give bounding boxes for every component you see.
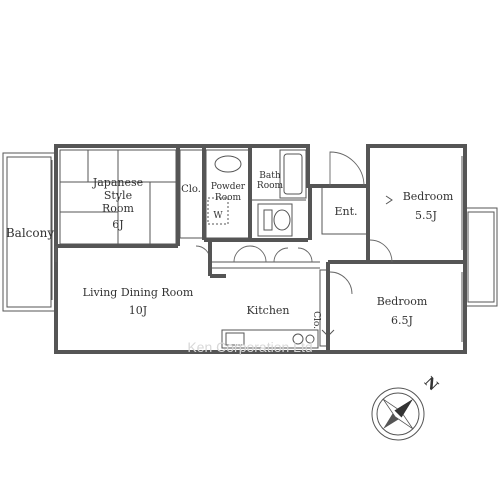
powder-room-label-1: Powder: [211, 182, 246, 192]
bedroom2-size: 6.5J: [391, 314, 413, 327]
bedroom2-walls: [326, 260, 368, 352]
closet-mid-box: [319, 269, 329, 347]
closet-mid-label: Clo.: [311, 311, 321, 329]
watermark: Ken Corporation Ltd: [187, 339, 312, 355]
kitchen-label: Kitchen: [247, 304, 290, 317]
japanese-room-label-1: Japanese: [92, 176, 143, 189]
japanese-room-label-2: Style: [104, 189, 132, 202]
closet-left-label: Clo.: [181, 184, 201, 195]
powder-room-label-2: Room: [215, 193, 242, 203]
compass-needle-icon: [382, 398, 414, 430]
living-partition: [208, 240, 226, 278]
washer-label: W: [213, 211, 223, 221]
bedroom2-label: Bedroom: [377, 295, 428, 308]
bath-room: [252, 149, 307, 201]
bedroom1-size: 5.5J: [415, 209, 437, 222]
bath-room-label-1: Bath: [259, 171, 281, 181]
bedroom1-label: Bedroom: [403, 190, 454, 203]
toilet: [257, 203, 293, 237]
balcony-right: [464, 207, 498, 307]
bath-room-label-2: Room: [257, 181, 284, 191]
living-room-label: Living Dining Room: [83, 286, 194, 299]
japanese-room-label-3: Room: [102, 202, 135, 215]
hallway-doors: [195, 245, 320, 269]
japanese-room-size: 6J: [112, 218, 123, 231]
japanese-room-walls: [56, 146, 180, 248]
compass: [371, 387, 425, 441]
entrance: [308, 151, 369, 240]
kitchen-counter: [221, 329, 319, 349]
compass-north-label: N: [421, 374, 442, 395]
entrance-label: Ent.: [334, 205, 357, 218]
bedroom1-walls: [366, 146, 465, 264]
living-room-size: 10J: [129, 304, 147, 317]
balcony-label: Balcony: [6, 226, 54, 240]
